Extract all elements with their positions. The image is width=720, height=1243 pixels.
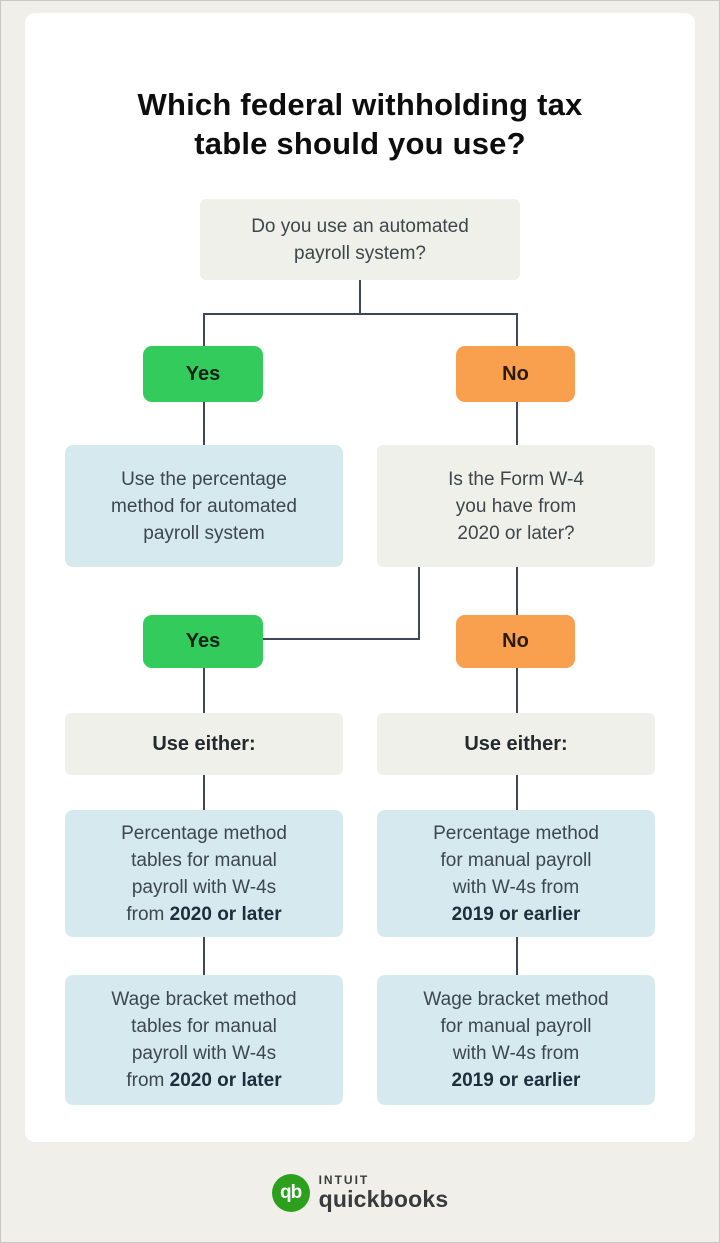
result-automated-percentage-method: Use the percentage method for automated … — [65, 445, 343, 567]
quickbooks-wordmark: quickbooks — [318, 1186, 449, 1212]
branch1-yes-badge: Yes — [143, 346, 263, 402]
connector-percentage-right-down — [516, 937, 518, 975]
result-percentage-method-2020: Percentage method tables for manual payr… — [65, 810, 343, 937]
connector-either-right-down — [516, 775, 518, 810]
connector-branch1-to-no — [516, 313, 518, 347]
use-either-right: Use either: — [377, 713, 655, 775]
connector-question1-down — [359, 280, 361, 314]
connector-yes1-down — [203, 402, 205, 445]
connector-branch1-to-yes — [203, 313, 205, 347]
flowchart-card — [25, 13, 695, 1142]
intuit-wordmark: INTUIT — [318, 1173, 370, 1187]
question-w4-year: Is the Form W-4 you have from 2020 or la… — [377, 445, 655, 567]
connector-branch1-horizontal — [203, 313, 518, 315]
connector-no1-down — [516, 402, 518, 445]
branch2-yes-badge: Yes — [143, 615, 263, 668]
connector-no2-down — [516, 668, 518, 713]
connector-yes2-down — [203, 668, 205, 713]
logo-wordmark: INTUIT quickbooks — [319, 1174, 449, 1212]
result-wage-bracket-2019: Wage bracket method for manual payroll w… — [377, 975, 655, 1105]
quickbooks-qb-icon: qb — [271, 1174, 310, 1212]
intuit-quickbooks-logo: qb INTUIT quickbooks — [0, 1174, 720, 1212]
branch1-no-badge: No — [456, 346, 575, 402]
branch2-no-badge: No — [456, 615, 575, 668]
use-either-left: Use either: — [65, 713, 343, 775]
connector-percentage-left-down — [203, 937, 205, 975]
connector-question2-to-no — [516, 567, 518, 615]
connector-either-left-down — [203, 775, 205, 810]
page-title: Which federal withholding tax table shou… — [137, 86, 583, 161]
connector-question2-to-yes — [263, 638, 420, 640]
result-percentage-method-2019: Percentage method for manual payroll wit… — [377, 810, 655, 937]
result-wage-bracket-2020: Wage bracket method tables for manual pa… — [65, 975, 343, 1105]
question-automated-payroll: Do you use an automated payroll system? — [200, 199, 520, 280]
connector-question2-down-left — [418, 567, 420, 640]
